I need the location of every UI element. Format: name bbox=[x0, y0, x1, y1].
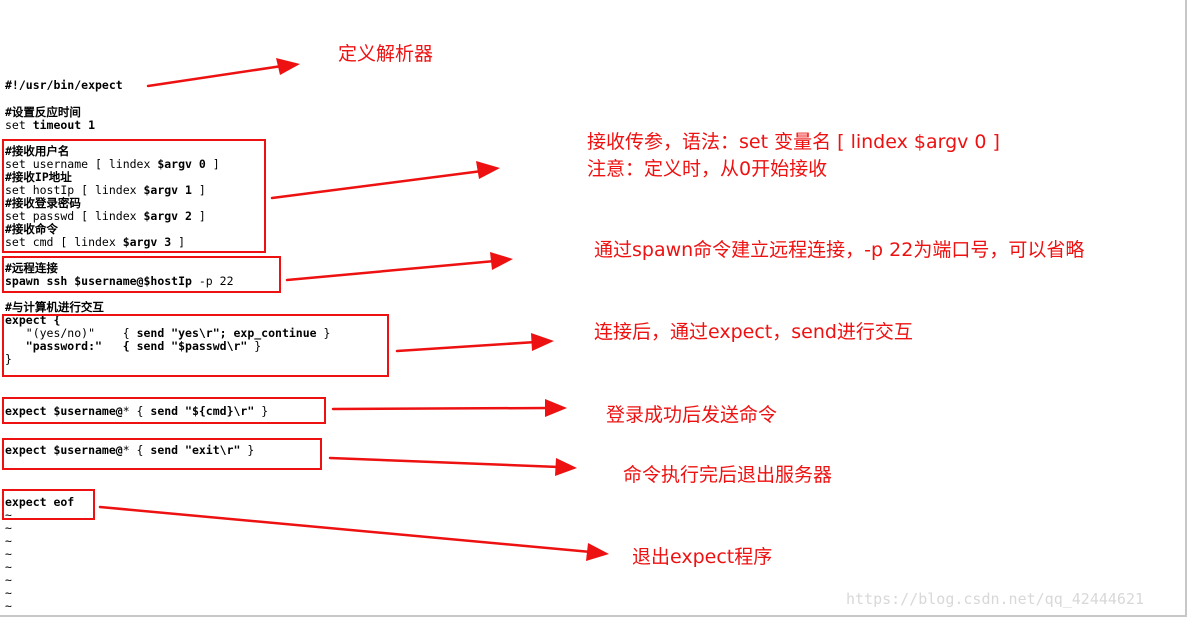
code-expect-prefix: expect $username@ bbox=[5, 443, 123, 457]
code-text: set cmd [ lindex bbox=[5, 235, 123, 249]
code-comment-timeout: #设置反应时间 bbox=[5, 105, 81, 119]
code-comment-ip: #接收IP地址 bbox=[5, 170, 72, 184]
vim-empty-line-tilde: ~ bbox=[5, 508, 12, 522]
code-text: ] bbox=[191, 209, 206, 223]
code-text: "(yes/no)" { bbox=[5, 326, 137, 340]
code-text: ] bbox=[191, 183, 206, 197]
code-expect-exit: expect $username@* { send "exit\r" } bbox=[5, 444, 254, 457]
code-argv: $argv 1 bbox=[143, 183, 192, 197]
arrow-spawn bbox=[285, 252, 513, 282]
vim-empty-line-tilde: ~ bbox=[5, 573, 12, 587]
code-text: set hostIp [ lindex bbox=[5, 183, 144, 197]
arrow-exit-server bbox=[328, 456, 577, 476]
vim-empty-line-tilde: ~ bbox=[5, 560, 12, 574]
code-set-cmd: set cmd [ lindex $argv 3 ] bbox=[5, 236, 185, 249]
arrow-params bbox=[270, 161, 500, 200]
code-send: send "exit\r" bbox=[150, 443, 241, 457]
code-argv: $argv 3 bbox=[122, 235, 172, 249]
code-send: send "$passwd\r" bbox=[136, 339, 248, 353]
code-send: send "yes\r"; exp_continue bbox=[136, 326, 317, 340]
code-expect-eof: expect eof bbox=[5, 495, 75, 509]
note-interact: 连接后，通过expect，send进行交互 bbox=[594, 321, 913, 343]
code-variable: $username@$hostIp bbox=[74, 274, 192, 288]
code-expect-prefix: expect $username@ bbox=[5, 404, 123, 418]
note-params-syntax: 接收传参，语法：set 变量名 [ lindex $argv 0 ] bbox=[587, 131, 1000, 153]
vim-empty-line-tilde: ~ bbox=[5, 534, 12, 548]
vim-empty-line-tilde: ~ bbox=[5, 547, 12, 561]
highlight-box-interact bbox=[2, 314, 389, 377]
note-parser: 定义解析器 bbox=[338, 43, 434, 65]
code-text: set username [ lindex bbox=[5, 157, 158, 171]
code-text: ] bbox=[205, 157, 220, 171]
code-text: "password:" { bbox=[5, 339, 137, 353]
arrow-login-send bbox=[331, 399, 567, 417]
code-keyword-spawn: spawn ssh bbox=[5, 274, 75, 288]
code-set-hostip: set hostIp [ lindex $argv 1 ] bbox=[5, 184, 206, 197]
code-expect-password: "password:" { send "$passwd\r" } bbox=[5, 340, 261, 353]
vim-empty-line-tilde: ~ bbox=[5, 599, 12, 613]
code-keyword-set: set bbox=[5, 118, 33, 132]
code-comment-interact: #与计算机进行交互 bbox=[5, 300, 104, 314]
code-text: ] bbox=[171, 235, 186, 249]
code-set-timeout: set timeout 1 bbox=[5, 119, 95, 132]
note-spawn: 通过spawn命令建立远程连接，-p 22为端口号，可以省略 bbox=[594, 239, 1085, 261]
code-set-passwd: set passwd [ lindex $argv 2 ] bbox=[5, 210, 206, 223]
code-text: } bbox=[316, 326, 331, 340]
code-send: send "${cmd}\r" bbox=[150, 404, 255, 418]
vim-empty-line-tilde: ~ bbox=[5, 586, 12, 600]
highlight-box-expect-cmd bbox=[2, 397, 326, 424]
note-login-send: 登录成功后发送命令 bbox=[606, 404, 778, 426]
code-expect-open: expect { bbox=[5, 313, 61, 327]
arrow-exit-program bbox=[98, 505, 609, 561]
code-expect-yesno: "(yes/no)" { send "yes\r"; exp_continue … bbox=[5, 326, 331, 340]
code-expect-close: } bbox=[5, 352, 12, 366]
highlight-box-spawn bbox=[2, 256, 281, 293]
code-expect-cmd: expect $username@* { send "${cmd}\r" } bbox=[5, 405, 268, 418]
highlight-box-expect-exit bbox=[2, 438, 322, 470]
highlight-box-eof bbox=[2, 489, 95, 520]
code-comment-username: #接收用户名 bbox=[5, 144, 70, 158]
code-argv: $argv 2 bbox=[143, 209, 192, 223]
code-comment-cmd: #接收命令 bbox=[5, 222, 58, 236]
arrow-interact bbox=[395, 333, 554, 353]
arrow-parser bbox=[146, 58, 300, 88]
code-argv: $argv 0 bbox=[157, 157, 206, 171]
note-exit-server: 命令执行完后退出服务器 bbox=[623, 464, 833, 486]
vim-empty-line-tilde: ~ bbox=[5, 521, 12, 535]
code-text: * { bbox=[122, 443, 151, 457]
code-set-username: set username [ lindex $argv 0 ] bbox=[5, 158, 220, 171]
code-text: } bbox=[240, 443, 255, 457]
code-comment-remote: #远程连接 bbox=[5, 261, 58, 275]
code-text: } bbox=[254, 404, 269, 418]
blog-watermark: https://blog.csdn.net/qq_42444621 bbox=[846, 590, 1145, 608]
code-text: } bbox=[247, 339, 262, 353]
note-params-zero-index: 注意：定义时，从0开始接收 bbox=[587, 158, 828, 180]
note-exit-program: 退出expect程序 bbox=[632, 546, 773, 568]
code-text: * { bbox=[122, 404, 151, 418]
code-spawn: spawn ssh $username@$hostIp -p 22 bbox=[5, 275, 234, 288]
code-text: set passwd [ lindex bbox=[5, 209, 144, 223]
code-timeout-value: timeout 1 bbox=[32, 118, 96, 132]
code-shebang: #!/usr/bin/expect bbox=[5, 78, 123, 92]
code-text: -p 22 bbox=[191, 274, 234, 288]
code-comment-passwd: #接收登录密码 bbox=[5, 196, 81, 210]
highlight-box-params bbox=[2, 139, 266, 253]
